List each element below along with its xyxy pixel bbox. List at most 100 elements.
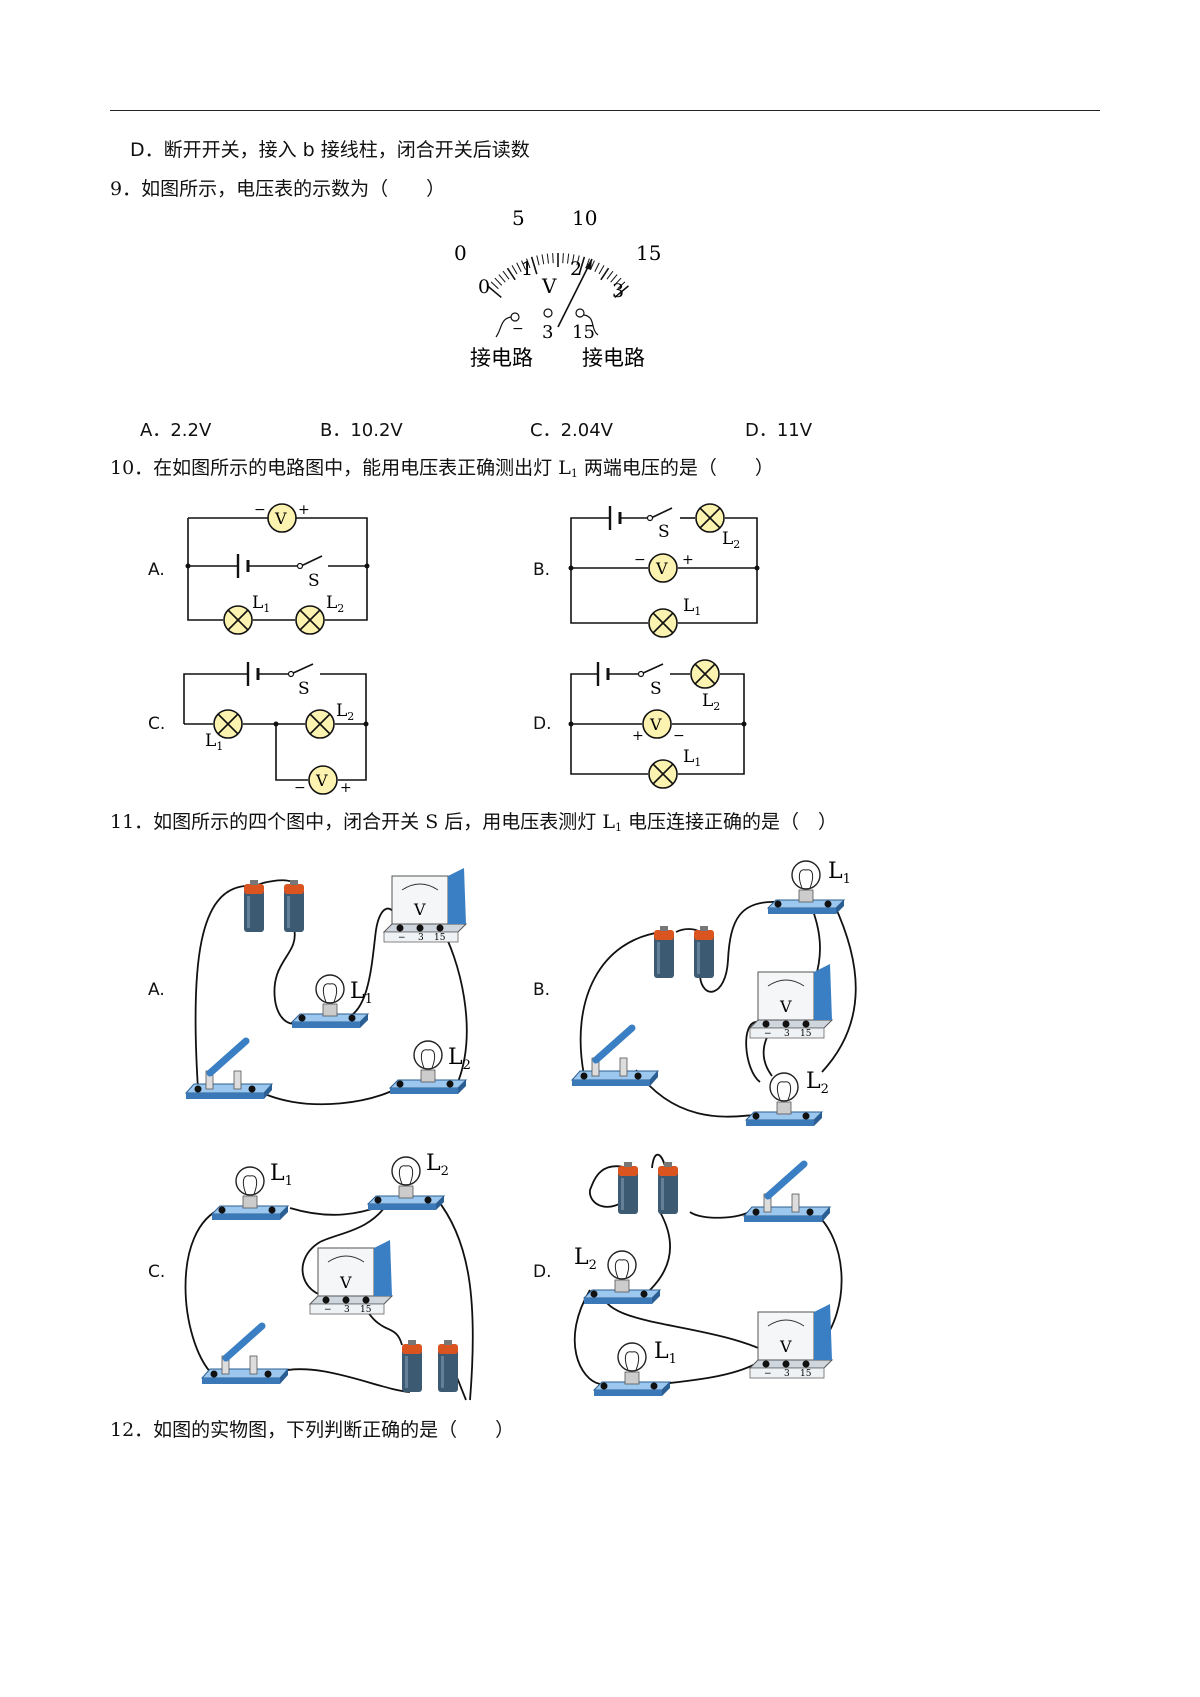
- q10-label-d[interactable]: D.: [533, 714, 552, 734]
- q11a-battery-2: [284, 880, 304, 932]
- q11d-battery-1: [618, 1162, 638, 1214]
- dial-tick: [613, 277, 622, 286]
- q11c-switch: [202, 1326, 288, 1384]
- svg-text:15: 15: [800, 1369, 812, 1379]
- svg-text:V: V: [315, 771, 328, 790]
- dial-tick: [567, 253, 570, 264]
- dial-tick: [490, 281, 499, 290]
- q10-circuit-d: [570, 662, 745, 775]
- dial-tick: [494, 277, 503, 286]
- svg-text:L2: L2: [806, 1069, 829, 1097]
- svg-text:−: −: [673, 728, 685, 744]
- q10-circuit-a: [187, 517, 368, 621]
- svg-text:15: 15: [434, 933, 446, 943]
- dial-tick: [594, 262, 600, 272]
- svg-text:−: −: [764, 1029, 772, 1039]
- dial-tick: [526, 258, 531, 269]
- left-caption: 接电路: [470, 346, 533, 370]
- svg-text:V: V: [649, 715, 662, 734]
- q11-circuit-a: V − 3 15 L1 L2: [186, 867, 471, 1106]
- svg-text:L1: L1: [683, 747, 701, 769]
- dial-tick: [506, 267, 516, 281]
- svg-text:L2: L2: [574, 1245, 597, 1273]
- svg-text:3: 3: [542, 322, 553, 343]
- svg-text:+: +: [682, 552, 694, 568]
- svg-text:3: 3: [418, 933, 424, 943]
- q9-option-b[interactable]: B．10.2V: [320, 420, 403, 441]
- svg-text:V: V: [339, 1273, 352, 1292]
- svg-text:L1: L1: [683, 596, 701, 618]
- svg-text:L2: L2: [702, 691, 720, 713]
- q11-circuits: V − 3 15 L1 L2 V − 3 15 L1 L2: [0, 859, 857, 1401]
- q10-circuit-b: [570, 506, 758, 624]
- svg-text:−: −: [634, 552, 646, 568]
- q10-label-a[interactable]: A.: [148, 560, 165, 580]
- svg-text:V: V: [413, 900, 426, 919]
- dial-pointer: [557, 258, 593, 328]
- q10-circuit-c: [183, 662, 367, 781]
- dial-tick: [552, 253, 554, 264]
- q11b-switch: [572, 1028, 658, 1086]
- scale-top-5: 5: [512, 206, 525, 230]
- dial-tick: [578, 256, 586, 275]
- q9-option-a[interactable]: A．2.2V: [140, 420, 212, 441]
- svg-text:S: S: [308, 571, 320, 591]
- q11-label-b[interactable]: B.: [533, 980, 551, 1000]
- scale-top-0: 0: [454, 241, 467, 265]
- svg-text:L1: L1: [654, 1339, 677, 1367]
- dial-tick: [562, 253, 564, 264]
- header-rule: [110, 110, 1100, 111]
- q10-label-c[interactable]: C.: [148, 714, 166, 734]
- dial-ticks: [487, 253, 629, 299]
- dial-tick: [614, 285, 629, 299]
- dial-tick: [546, 253, 549, 264]
- dial-tick: [530, 256, 538, 275]
- q11c-battery-2: [438, 1340, 458, 1392]
- svg-text:−: −: [294, 780, 306, 796]
- scale-top-10: 10: [572, 206, 597, 230]
- svg-text:L1: L1: [205, 731, 223, 753]
- dial-tick: [571, 254, 575, 265]
- q9-option-d[interactable]: D．11V: [745, 420, 813, 441]
- q8-option-d: D．断开开关，接入 b 接线柱，闭合开关后读数: [130, 139, 530, 161]
- svg-text:L1: L1: [828, 859, 851, 887]
- dial-tick: [498, 274, 506, 283]
- q11d-switch: [744, 1164, 830, 1222]
- dial-tick: [576, 255, 580, 266]
- scale-bottom-2: 2: [570, 258, 582, 280]
- dial-tick: [598, 265, 605, 275]
- svg-text:V: V: [779, 1337, 792, 1356]
- dial-tick: [606, 270, 614, 280]
- scale-bottom-1: 1: [521, 258, 533, 280]
- svg-text:L2: L2: [448, 1045, 471, 1073]
- svg-text:−: −: [324, 1305, 332, 1315]
- svg-text:−: −: [512, 321, 524, 337]
- svg-text:S: S: [658, 522, 670, 542]
- q11-circuit-c: V − 3 15 L1 L2: [184, 1151, 474, 1401]
- dial-tick: [617, 281, 626, 290]
- q11b-battery-1: [654, 926, 674, 978]
- dial-tick: [536, 255, 540, 266]
- scale-bottom-3: 3: [612, 280, 624, 302]
- terminal-15: [575, 308, 585, 318]
- svg-text:L2: L2: [336, 701, 354, 723]
- q11-stem: 11．如图所示的四个图中，闭合开关 S 后，用电压表测灯 L1 电压连接正确的是…: [110, 811, 837, 834]
- q11-label-a[interactable]: A.: [148, 980, 165, 1000]
- svg-text:L1: L1: [252, 593, 270, 615]
- q9-option-c[interactable]: C．2.04V: [530, 420, 613, 441]
- scale-top-15: 15: [636, 241, 661, 265]
- right-caption: 接电路: [582, 346, 645, 370]
- q11-label-d[interactable]: D.: [533, 1262, 552, 1282]
- scale-bottom-0: 0: [478, 276, 490, 298]
- svg-text:L2: L2: [426, 1151, 449, 1179]
- svg-text:+: +: [632, 728, 644, 744]
- q10-label-b[interactable]: B.: [533, 560, 551, 580]
- svg-text:15: 15: [800, 1029, 812, 1039]
- q11c-battery-1: [402, 1340, 422, 1392]
- q11-label-c[interactable]: C.: [148, 1262, 166, 1282]
- svg-text:−: −: [764, 1369, 772, 1379]
- terminal-3: [543, 308, 553, 318]
- q9-voltmeter-dial: 0 5 10 15 0 1 2 3 V − 3 15 接电路 接电路: [454, 206, 661, 370]
- svg-text:V: V: [779, 997, 792, 1016]
- q11-circuit-b: V − 3 15 L1 L2: [572, 859, 857, 1127]
